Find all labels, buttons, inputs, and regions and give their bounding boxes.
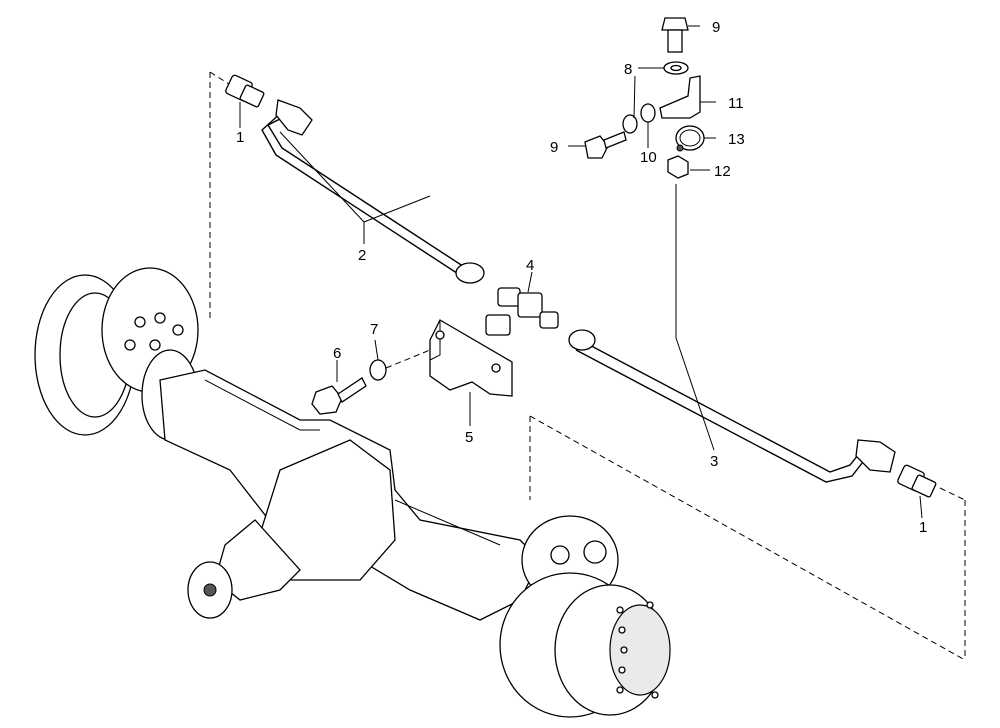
spring-washer-10 [640,103,656,123]
brake-line-left [261,99,485,284]
callout-3: 3 [710,453,718,470]
callout-13: 13 [728,131,745,148]
washer-7 [369,359,387,381]
clamp-13 [675,125,705,152]
axle-housing [34,267,671,718]
callout-2: 2 [358,247,366,264]
callout-7: 7 [370,321,378,338]
washer-small [622,114,638,134]
bolt-9-upper [661,17,689,53]
tee-fitting [485,287,559,336]
elbow-fitting-left [275,99,313,136]
callout-labels: 1 1 2 3 4 5 6 7 8 9 9 10 11 12 13 [236,19,927,536]
dashed-reference-lines [209,71,966,661]
tube-nut-right [568,329,596,351]
callout-10: 10 [640,149,657,166]
leader-lines [239,25,923,519]
callout-9-upper: 9 [712,19,720,36]
callout-8: 8 [624,61,632,78]
mounting-bracket [429,319,513,397]
bolt-6 [311,377,367,415]
tube-nut-left [455,262,485,284]
connector-right [897,464,937,498]
callout-9-lower: 9 [550,139,558,156]
brake-line-right [568,329,896,483]
nut-12 [667,155,689,179]
callout-6: 6 [333,345,341,362]
washer-to-bracket-line [385,349,431,369]
callout-1-right: 1 [919,519,927,536]
callout-11: 11 [728,95,744,112]
callout-1-left: 1 [236,129,244,146]
callout-5: 5 [465,429,473,446]
callout-12: 12 [714,163,731,180]
elbow-fitting-right [855,439,896,473]
callout-4: 4 [526,257,534,274]
bolt-9-lower [584,131,627,159]
pinion-housing [214,519,301,601]
clip-bracket-11 [659,75,701,119]
connector-left [225,74,265,108]
